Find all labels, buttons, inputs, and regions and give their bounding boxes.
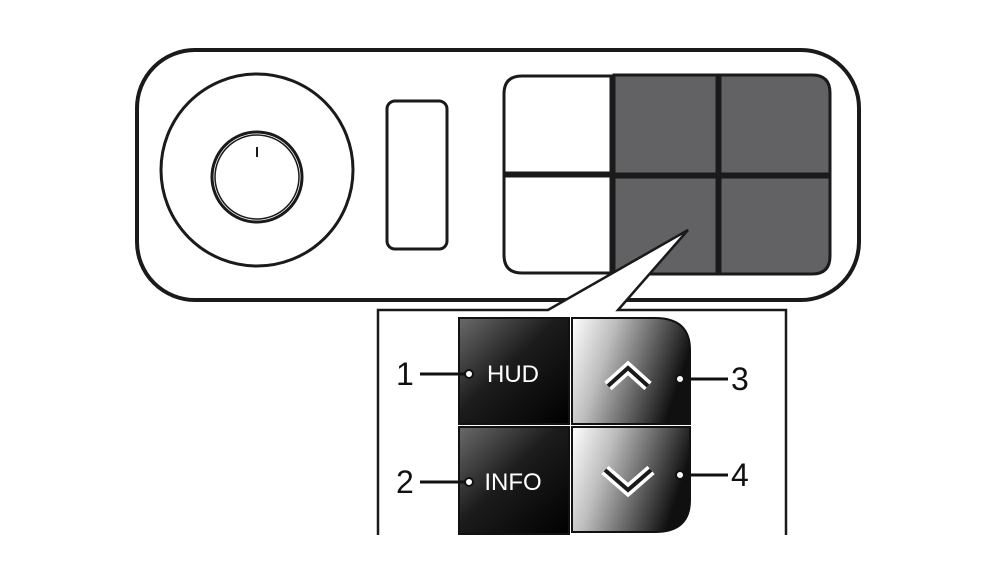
callout-dot: [675, 374, 685, 384]
grid-button-bottom-right[interactable]: [718, 175, 832, 276]
callout-1: 1: [396, 356, 474, 392]
info-button[interactable]: INFO: [458, 426, 570, 535]
grid-button-top-left[interactable]: [502, 74, 613, 175]
down-button[interactable]: [571, 426, 691, 533]
grid-button-top-mid[interactable]: [612, 73, 719, 176]
button-grid-overview: [502, 73, 832, 276]
hud-button-label: HUD: [487, 361, 539, 388]
knob-cap: [210, 130, 304, 224]
hud-button[interactable]: HUD: [458, 317, 570, 425]
callout-dot: [675, 470, 685, 480]
callout-3: 3: [675, 361, 749, 397]
info-button-label: INFO: [484, 469, 541, 496]
grid-button-bottom-left[interactable]: [502, 174, 613, 275]
grid-button-top-right[interactable]: [718, 73, 832, 176]
up-button[interactable]: [571, 317, 691, 425]
callout-number-3: 3: [731, 361, 749, 397]
zoomed-button-panel: HUD INFO: [458, 317, 691, 535]
callout-4: 4: [675, 457, 749, 493]
grid-button-bottom-mid[interactable]: [612, 175, 719, 276]
callout-dot: [464, 477, 474, 487]
display-slot: [385, 99, 449, 251]
callout-number-1: 1: [396, 356, 414, 392]
callout-dot: [464, 369, 474, 379]
callout-number-2: 2: [396, 464, 414, 500]
callout-number-4: 4: [731, 457, 749, 493]
callout-2: 2: [396, 464, 474, 500]
rotary-knob[interactable]: [159, 72, 355, 268]
